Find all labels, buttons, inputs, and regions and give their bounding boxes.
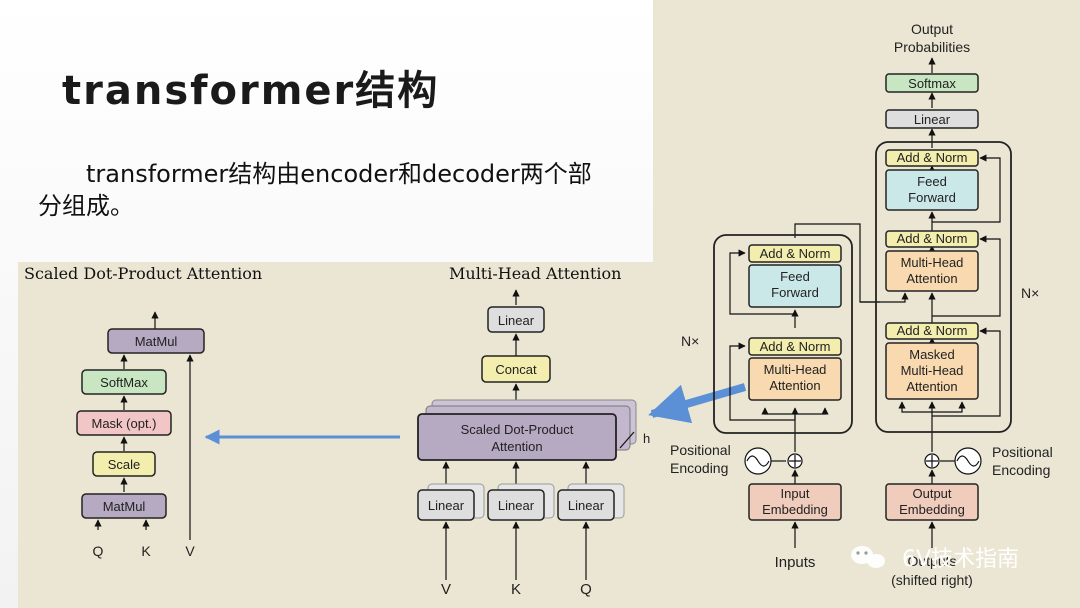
encoder-embedding-line1: Input bbox=[781, 486, 810, 501]
mha-concat-box bbox=[481, 355, 551, 383]
encoder-embedding-line2: Embedding bbox=[762, 502, 828, 517]
output-softmax-box bbox=[885, 73, 979, 93]
decoder-positional-line1: Positional bbox=[992, 444, 1053, 460]
sdpa-matmul-top-box bbox=[107, 328, 205, 354]
mha-linear-top-label: Linear bbox=[498, 313, 535, 328]
encoder-nx-label: N× bbox=[681, 333, 699, 349]
mha-linear-v-label: Linear bbox=[428, 498, 465, 513]
mha-arrows bbox=[442, 289, 590, 580]
slide-title: transformer结构 bbox=[62, 68, 440, 114]
mha-input-q: Q bbox=[580, 581, 592, 598]
decoder-ff-box bbox=[885, 169, 979, 211]
decoder-ff-label-line1: Feed bbox=[917, 174, 947, 189]
sdpa-input-q: Q bbox=[93, 543, 104, 559]
mha-linear-stacks bbox=[417, 483, 625, 521]
output-probabilities-line1: Output bbox=[911, 21, 953, 37]
watermark-text: 6V技术指南 bbox=[902, 547, 1019, 572]
mha-linear-q-label: Linear bbox=[568, 498, 605, 513]
decoder-ff-label-line2: Forward bbox=[908, 190, 956, 205]
decoder-masked-label-line2: Multi-Head bbox=[901, 363, 964, 378]
encoder-mha-box bbox=[748, 357, 842, 401]
mha-h-tick bbox=[619, 431, 635, 449]
sdpa-input-v: V bbox=[185, 543, 195, 559]
mha-linear-k-label: Linear bbox=[498, 498, 535, 513]
mha-sdpa-stack bbox=[417, 399, 637, 461]
mha-sdpa-label-line1: Scaled Dot-Product bbox=[461, 422, 574, 437]
sdpa-mask-box bbox=[76, 410, 172, 436]
mha-sdpa-label-line2: Attention bbox=[491, 439, 542, 454]
slide-body-text: transformer结构由encoder和decoder两个部分组成。 bbox=[38, 160, 592, 220]
decoder-mha-label-line2: Attention bbox=[906, 271, 957, 286]
encoder-add-norm-bottom-label: Add & Norm bbox=[760, 339, 831, 354]
encoder-mha-label-line1: Multi-Head bbox=[764, 362, 827, 377]
decoder-outputs-line1: Outputs bbox=[907, 553, 956, 569]
decoder-positional-line2: Encoding bbox=[992, 462, 1050, 478]
sdpa-mask-label: Mask (opt.) bbox=[91, 416, 156, 431]
sdpa-softmax-box bbox=[81, 369, 167, 395]
encoder-add-norm-bottom-box bbox=[748, 337, 842, 356]
decoder-add-norm-1-box bbox=[885, 149, 979, 167]
decoder-embedding-line1: Output bbox=[912, 486, 951, 501]
mha-concat-label: Concat bbox=[495, 362, 537, 377]
encoder-input-embedding-box bbox=[748, 483, 842, 521]
mha-input-k: K bbox=[511, 581, 521, 598]
encoder-mha-label-line2: Attention bbox=[769, 378, 820, 393]
sdpa-matmul-top-label: MatMul bbox=[135, 334, 178, 349]
decoder-masked-label-line3: Attention bbox=[906, 379, 957, 394]
decoder-masked-mha-box bbox=[885, 342, 979, 400]
sdpa-input-k: K bbox=[141, 543, 151, 559]
decoder-block bbox=[875, 141, 1012, 433]
decoder-masked-label-line1: Masked bbox=[909, 347, 955, 362]
encoder-block bbox=[713, 234, 853, 434]
encoder-ff-label-line1: Feed bbox=[780, 269, 810, 284]
mha-h-label: h bbox=[643, 431, 650, 446]
encoder-positional-line1: Positional bbox=[670, 442, 731, 458]
encoder-add-norm-top-label: Add & Norm bbox=[760, 246, 831, 261]
sdpa-scale-box bbox=[92, 451, 156, 477]
decoder-mha-box bbox=[885, 250, 979, 292]
encoder-inputs-label: Inputs bbox=[775, 554, 816, 571]
decoder-mha-label-line1: Multi-Head bbox=[901, 255, 964, 270]
decoder-add-norm-3-box bbox=[885, 322, 979, 340]
sdpa-matmul-bottom-box bbox=[81, 493, 167, 519]
mha-linear-top-box bbox=[487, 306, 545, 333]
sdpa-softmax-label: SoftMax bbox=[100, 375, 148, 390]
encoder-ff-box bbox=[748, 264, 842, 308]
wechat-watermark bbox=[851, 546, 885, 568]
output-linear-box bbox=[885, 109, 979, 129]
mha-title: Multi-Head Attention bbox=[449, 264, 621, 283]
sdpa-matmul-bottom-label: MatMul bbox=[103, 499, 146, 514]
decoder-add-norm-1-label: Add & Norm bbox=[897, 150, 968, 165]
output-softmax-label: Softmax bbox=[908, 76, 956, 91]
decoder-add-norm-2-box bbox=[885, 230, 979, 248]
decoder-nx-label: N× bbox=[1021, 285, 1039, 301]
decoder-embedding-line2: Embedding bbox=[899, 502, 965, 517]
sdpa-title: Scaled Dot-Product Attention bbox=[24, 264, 262, 283]
sdpa-scale-label: Scale bbox=[108, 457, 141, 472]
decoder-outputs-line2: (shifted right) bbox=[891, 572, 973, 588]
decoder-add-norm-2-label: Add & Norm bbox=[897, 231, 968, 246]
encoder-ff-label-line2: Forward bbox=[771, 285, 819, 300]
output-probabilities-line2: Probabilities bbox=[894, 39, 970, 55]
output-linear-label: Linear bbox=[914, 112, 951, 127]
encoder-add-norm-top-box bbox=[748, 244, 842, 263]
sdpa-block bbox=[94, 311, 194, 540]
decoder-add-norm-3-label: Add & Norm bbox=[897, 323, 968, 338]
transformer-panel bbox=[653, 0, 1080, 608]
mha-input-v: V bbox=[441, 581, 451, 598]
encoder-positional-line2: Encoding bbox=[670, 460, 728, 476]
decoder-output-embedding-box bbox=[885, 483, 979, 521]
